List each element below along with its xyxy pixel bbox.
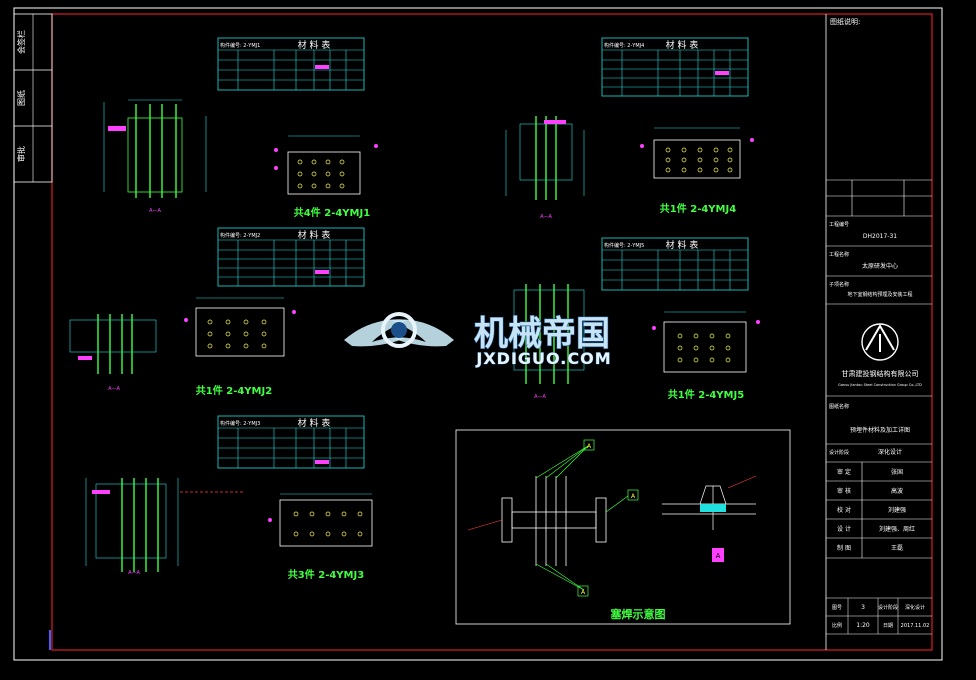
project-name-label: 工程名称: [829, 251, 849, 258]
section-label-1: A—A: [149, 208, 161, 214]
plan-caption-3: 共1件 2-4YMJ2: [196, 384, 272, 397]
section-view-5: A—A: [85, 478, 244, 576]
detail-marker-4: A: [716, 552, 721, 560]
table-2-code: 构件编号: 2-YMJ4: [604, 42, 644, 49]
section-view-1: A—A: [103, 99, 207, 214]
role-name-5: 王磊: [891, 545, 903, 552]
table-1-title: 材 料 表: [298, 39, 331, 51]
table-5-code: 构件编号: 2-YMJ3: [220, 420, 260, 427]
material-table-2: 构件编号: 2-YMJ4 材 料 表: [601, 37, 749, 97]
plan-caption-5: 共3件 2-4YMJ3: [288, 568, 364, 581]
company-name-en: Gansu Jiantou Steel Construction Group C…: [838, 383, 922, 387]
drawing-name-label: 图纸名称: [829, 403, 849, 410]
table-3-code: 构件编号: 2-YMJ2: [220, 232, 260, 239]
role-label-5: 制 图: [837, 544, 851, 552]
left-strip: 会签栏 图纸 审批: [13, 13, 53, 183]
section-view-2: A—A: [505, 116, 585, 220]
sub-project: 地下室钢结构预埋及安装工程: [847, 291, 912, 298]
drawing-frame: [51, 13, 933, 651]
role-name-4: 刘建强、周红: [879, 525, 915, 533]
watermark-en: JXDIGUO.COM: [475, 349, 611, 368]
section-view-4: A—A: [513, 284, 585, 400]
stage-2: 深化设计: [905, 604, 925, 611]
sheet-no: 3: [861, 604, 865, 611]
plan-caption-2: 共1件 2-4YMJ4: [660, 202, 736, 215]
detail-title: 塞焊示意图: [610, 607, 666, 621]
sheet-label: 图号: [832, 605, 842, 611]
detail-marker-2: A: [631, 493, 636, 500]
drawing-name: 预埋件材料及加工详图: [850, 426, 910, 434]
sub-project-label: 子项名称: [829, 281, 849, 288]
left-strip-label-1: 会签栏: [16, 30, 26, 54]
role-name-3: 刘建强: [888, 506, 906, 514]
section-label-5: A—A: [128, 570, 140, 576]
plan-view-5: 共3件 2-4YMJ3: [268, 493, 373, 581]
table-2-title: 材 料 表: [666, 39, 699, 51]
role-label-4: 设 计: [837, 525, 851, 533]
section-label-4: A—A: [534, 394, 546, 400]
role-label-2: 审 核: [837, 487, 851, 495]
title-block-notes-label: 图纸说明:: [830, 17, 860, 26]
material-table-1: 构件编号: 2-YMJ1 材 料 表: [217, 37, 365, 91]
stage: 深化设计: [878, 448, 902, 456]
section-label-2: A—A: [540, 214, 552, 220]
detail-marker-3: A: [581, 589, 586, 596]
role-name-1: 张国: [891, 468, 903, 476]
company-logo: [861, 323, 899, 361]
table-3-title: 材 料 表: [298, 229, 331, 241]
title-block: 图纸说明: 工程编号 DH2017-31 工程名称 太原研发中心 子项名称 地下…: [825, 14, 932, 650]
scale-label: 比例: [832, 622, 842, 629]
outer-border: [13, 7, 943, 661]
plan-caption-1: 共4件 2-4YMJ1: [294, 206, 370, 219]
stage-label-2: 设计阶段: [878, 604, 898, 611]
date: 2017.11.02: [901, 623, 930, 629]
table-1-code: 构件编号: 2-YMJ1: [220, 42, 260, 49]
section-label-3: A—A: [108, 386, 120, 392]
project-no-label: 工程编号: [829, 221, 849, 228]
plan-view-2: 共1件 2-4YMJ4: [640, 127, 754, 215]
watermark: 机械帝国 JXDIGUO.COM: [344, 312, 611, 368]
table-4-code: 构件编号: 2-YMJ5: [604, 242, 644, 249]
project-name: 太原研发中心: [862, 262, 898, 270]
material-table-4: 构件编号: 2-YMJ5 材 料 表: [601, 237, 749, 291]
table-5-title: 材 料 表: [298, 417, 331, 429]
role-label-1: 审 定: [837, 468, 851, 476]
material-table-3: 构件编号: 2-YMJ2 材 料 表: [217, 227, 365, 287]
material-table-5: 构件编号: 2-YMJ3 材 料 表: [217, 415, 365, 469]
project-no: DH2017-31: [863, 233, 897, 240]
left-strip-label-3: 审批: [16, 146, 26, 162]
plan-view-4: 共1件 2-4YMJ5: [652, 311, 760, 401]
left-strip-label-2: 图纸: [16, 90, 26, 106]
section-view-3: A—A: [69, 314, 157, 392]
plug-weld-detail: A A A A 塞焊示意图: [455, 429, 791, 625]
table-4-title: 材 料 表: [666, 239, 699, 251]
scale: 1:20: [856, 622, 870, 629]
role-name-2: 高波: [891, 487, 903, 495]
date-label: 日期: [883, 623, 893, 629]
stage-label: 设计阶段: [829, 449, 849, 456]
watermark-cn: 机械帝国: [474, 314, 610, 354]
role-label-3: 校 对: [837, 506, 851, 514]
plan-view-3: 共1件 2-4YMJ2: [184, 297, 296, 397]
plan-view-1: 共4件 2-4YMJ1: [274, 135, 378, 219]
company-name-cn: 甘肃建投钢结构有限公司: [842, 369, 919, 378]
plan-caption-4: 共1件 2-4YMJ5: [668, 388, 744, 401]
detail-marker-1: A: [587, 443, 592, 450]
